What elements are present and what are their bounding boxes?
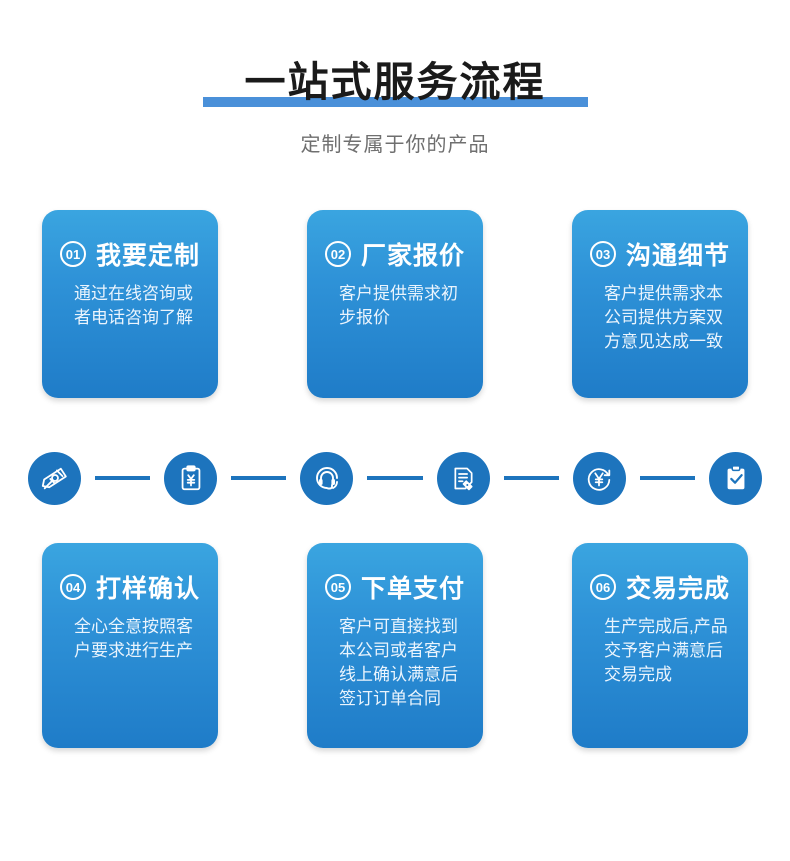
process-icon-strip (0, 448, 790, 508)
step-number-badge: 03 (590, 241, 616, 267)
step-card-04[interactable]: 04 打样确认 全心全意按照客户要求进行生产 (42, 543, 218, 748)
step-description: 客户可直接找到本公司或者客户线上确认满意后签订订单合同 (339, 617, 458, 709)
step-number-badge: 06 (590, 574, 616, 600)
design-tools-icon[interactable] (28, 451, 81, 505)
step-description: 客户提供需求本公司提供方案双方意见达成一致 (604, 284, 723, 352)
step-number-badge: 02 (325, 241, 351, 267)
steps-row-top: 01 我要定制 通过在线咨询或者电话咨询了解 02 厂家报价 客户提供需求初步报… (0, 210, 790, 398)
clipboard-check-icon[interactable] (709, 451, 763, 505)
step-number-badge: 04 (60, 574, 86, 600)
connector-line (639, 476, 696, 480)
connector-line (95, 476, 151, 480)
step-number-badge: 01 (60, 241, 86, 267)
step-title: 下单支付 (361, 575, 466, 603)
title-wrap: 一站式服务流程 (202, 59, 588, 109)
step-title: 打样确认 (96, 575, 201, 603)
clipboard-yen-quote-icon[interactable] (164, 451, 218, 505)
step-number-badge: 05 (325, 574, 351, 600)
step-card-03[interactable]: 03 沟通细节 客户提供需求本公司提供方案双方意见达成一致 (572, 210, 748, 398)
connector-line (231, 476, 287, 480)
step-description: 通过在线咨询或者电话咨询了解 (74, 284, 193, 328)
step-description: 全心全意按照客户要求进行生产 (74, 617, 193, 661)
step-card-header: 04 打样确认 (42, 569, 218, 605)
steps-row-bottom: 04 打样确认 全心全意按照客户要求进行生产 05 下单支付 客户可直接找到本公… (0, 543, 790, 748)
step-description: 客户提供需求初步报价 (339, 284, 458, 328)
connector-line-edge (776, 476, 790, 480)
step-title: 我要定制 (96, 242, 201, 270)
step-card-header: 05 下单支付 (307, 569, 483, 605)
step-card-05[interactable]: 05 下单支付 客户可直接找到本公司或者客户线上确认满意后签订订单合同 (307, 543, 483, 748)
document-tag-sample-icon[interactable] (436, 451, 490, 505)
yen-payment-refresh-icon[interactable] (572, 451, 626, 505)
headset-support-icon[interactable] (300, 451, 354, 505)
connector-line (367, 476, 423, 480)
step-card-06[interactable]: 06 交易完成 生产完成后,产品交予客户满意后交易完成 (572, 543, 748, 748)
step-description: 生产完成后,产品交予客户满意后交易完成 (604, 617, 728, 685)
step-card-header: 03 沟通细节 (572, 236, 748, 272)
step-title: 厂家报价 (361, 242, 466, 270)
page-title: 一站式服务流程 (244, 59, 546, 105)
step-title: 交易完成 (626, 575, 731, 603)
title-underline-bar (202, 97, 588, 107)
step-card-header: 01 我要定制 (42, 236, 218, 272)
step-card-header: 06 交易完成 (572, 569, 748, 605)
connector-line-edge (0, 476, 14, 480)
page-subtitle: 定制专属于你的产品 (300, 134, 490, 156)
step-title: 沟通细节 (626, 242, 731, 270)
step-card-02[interactable]: 02 厂家报价 客户提供需求初步报价 (307, 210, 483, 398)
step-card-01[interactable]: 01 我要定制 通过在线咨询或者电话咨询了解 (42, 210, 218, 398)
step-card-header: 02 厂家报价 (307, 236, 483, 272)
connector-line (503, 476, 559, 480)
page-header: 一站式服务流程 定制专属于你的产品 (0, 0, 790, 157)
